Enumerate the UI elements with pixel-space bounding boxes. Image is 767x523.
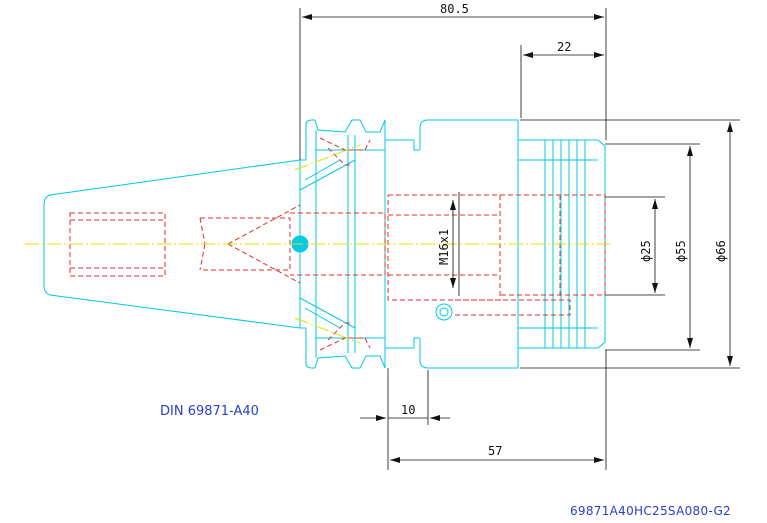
dim-thread: M16x1 (437, 229, 451, 265)
dim-outer-diameter: ϕ66 (714, 240, 728, 262)
dim-bore-diameter: ϕ25 (639, 240, 653, 262)
dim-front-length: 22 (557, 40, 571, 54)
part-number-label: 69871A40HC25SA080-G2 (570, 504, 731, 518)
dim-flange-offset: 10 (401, 403, 415, 417)
standard-label: DIN 69871-A40 (160, 404, 259, 419)
dim-body-diameter: ϕ55 (674, 240, 688, 262)
dimension-lines (299, 8, 740, 470)
dim-body-length: 57 (488, 444, 502, 458)
dim-overall-length: 80.5 (440, 2, 469, 16)
